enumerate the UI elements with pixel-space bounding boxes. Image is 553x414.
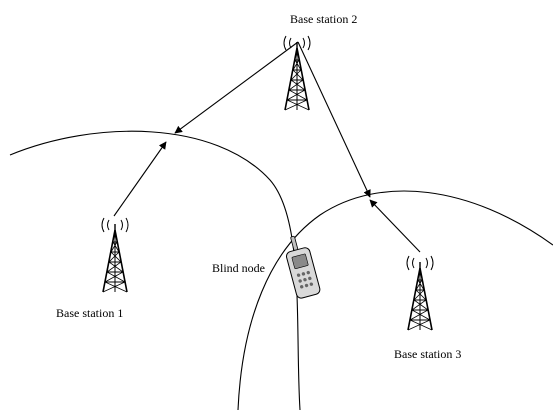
base-station-1-label: Base station 1 [56,306,124,320]
cell-tower-icon-station-1 [101,217,129,293]
base-station-3-label: Base station 3 [394,347,462,361]
range-vector-station-1 [113,141,167,217]
blind-node-label: Blind node [212,261,265,275]
range-vector-station-2-to-arc-3 [297,41,371,198]
mobile-phone-icon [285,235,321,299]
range-vector-station-2-to-arc-1 [174,41,299,134]
cell-tower-icon-station-3 [406,255,434,331]
range-arc-station-3 [237,190,553,411]
cell-tower-icon-station-2 [283,35,311,111]
base-station-2-label: Base station 2 [290,12,358,26]
range-vector-station-3 [369,199,421,253]
range-arc-station-1 [9,130,301,411]
